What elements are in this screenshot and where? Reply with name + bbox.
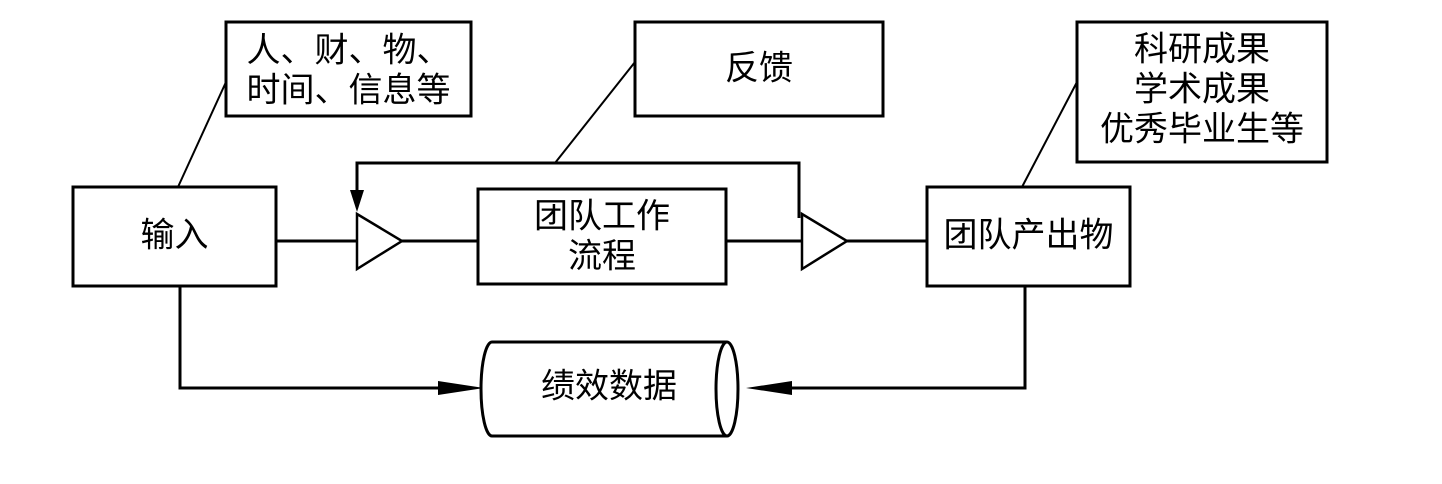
feedback-connector — [554, 61, 636, 164]
input-to-data-line — [178, 286, 458, 390]
output-note-connector — [1021, 81, 1078, 188]
performance-data-label: 绩效数据 — [541, 367, 677, 407]
output-note-line-1: 科研成果 — [1134, 30, 1270, 70]
workflow-node: 团队工作 流程 — [476, 187, 728, 286]
workflow-line-1: 团队工作 — [534, 197, 670, 237]
feedback-arrowhead — [350, 190, 364, 212]
cylinder-end-curve — [714, 340, 728, 438]
workflow-line-2: 流程 — [568, 237, 636, 277]
output-note: 科研成果 学术成果 优秀毕业生等 — [1075, 20, 1329, 164]
feedback-loop-line — [355, 161, 801, 218]
gate-triangle-1 — [355, 211, 405, 272]
gate-triangle-2 — [800, 211, 850, 272]
input-node: 输入 — [71, 185, 278, 288]
resources-note-line-2: 时间、信息等 — [247, 71, 451, 111]
output-to-data-arrowhead — [746, 381, 792, 395]
output-to-data-line — [770, 286, 1027, 390]
input-label: 输入 — [141, 216, 209, 256]
feedback-node: 反馈 — [633, 20, 885, 118]
performance-data-node: 绩效数据 — [479, 340, 740, 438]
resources-note-line-1: 人、财、物、 — [247, 31, 451, 71]
output-label: 团队产出物 — [944, 216, 1114, 256]
output-note-line-2: 学术成果 — [1134, 70, 1270, 110]
output-note-line-3: 优秀毕业生等 — [1100, 110, 1304, 150]
resources-note: 人、财、物、 时间、信息等 — [224, 20, 473, 118]
resources-note-connector — [177, 81, 227, 188]
input-to-data-arrowhead — [438, 381, 484, 395]
feedback-label: 反馈 — [725, 49, 793, 89]
output-node: 团队产出物 — [925, 185, 1132, 288]
